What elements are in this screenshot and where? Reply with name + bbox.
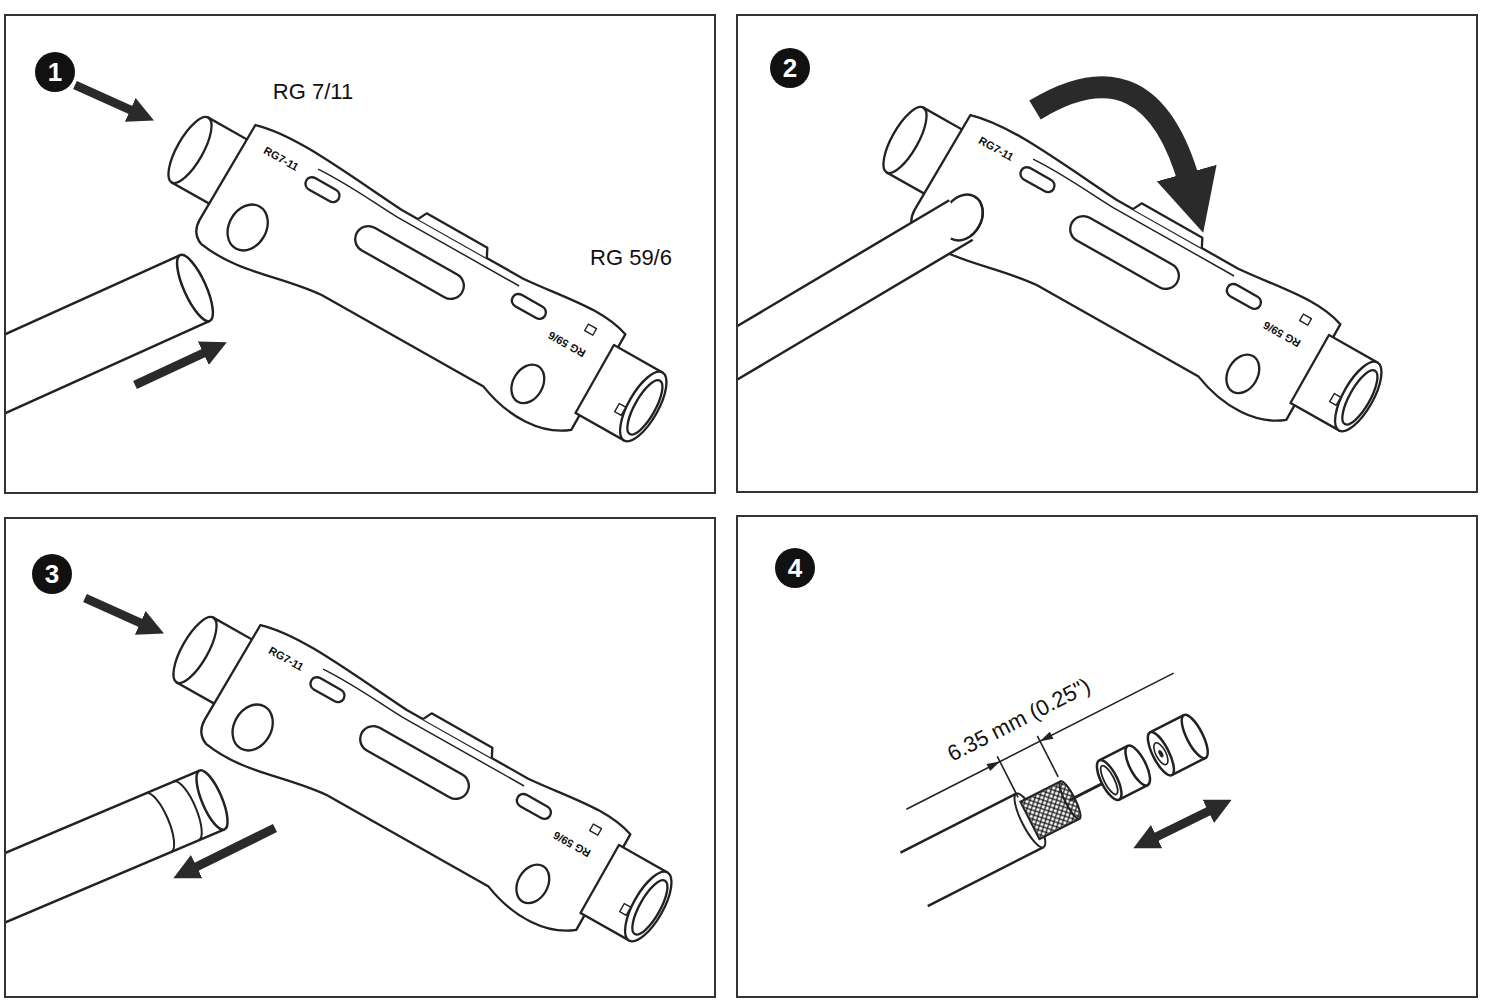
tool-hole-rim xyxy=(951,196,991,247)
callout-number: 1 xyxy=(48,59,62,85)
engraved-marking: RG7-11 xyxy=(267,645,305,673)
panel-three-art xyxy=(6,590,691,982)
stripper-tool xyxy=(140,90,686,482)
panel-one-art xyxy=(6,85,686,482)
engraved-marking: RG7-11 xyxy=(977,135,1015,163)
cable-size-label: RG 59/6 xyxy=(590,247,672,269)
insert-arrow xyxy=(135,351,208,385)
rotate-arrow xyxy=(1035,87,1190,185)
callout-number: 4 xyxy=(788,555,802,581)
stripper-tool xyxy=(855,80,1401,472)
step-badge: 3 xyxy=(32,554,72,594)
step-badge: 1 xyxy=(35,52,75,92)
step-badge: 4 xyxy=(775,548,815,588)
engraved-marking: RG7-11 xyxy=(262,145,300,173)
panel-frame xyxy=(5,518,715,997)
panel-frame xyxy=(5,15,715,493)
dimension-label: 6.35 mm (0.25") xyxy=(944,675,1094,766)
engraved-marking: RG 59/6 xyxy=(546,329,587,359)
step-badge: 2 xyxy=(770,48,810,88)
stripper-tool xyxy=(145,590,691,982)
coax-cable xyxy=(738,200,973,413)
engraved-marking: RG 59/6 xyxy=(1261,319,1302,349)
prepared-cable xyxy=(881,668,1217,906)
engraved-marking: RG 59/6 xyxy=(551,829,592,859)
pull-arrow xyxy=(192,828,275,869)
cable-size-label: RG 7/11 xyxy=(273,81,353,103)
push-arrow xyxy=(75,85,135,112)
callout-number: 3 xyxy=(45,561,59,587)
panel-two-art xyxy=(738,80,1401,472)
panel-four-art xyxy=(881,668,1217,906)
panel-frame xyxy=(737,15,1477,492)
panel-frame xyxy=(737,516,1477,997)
coax-cable xyxy=(6,251,220,457)
push-arrow xyxy=(85,598,145,625)
callout-number: 2 xyxy=(783,55,797,81)
fit-arrow xyxy=(1152,809,1213,839)
